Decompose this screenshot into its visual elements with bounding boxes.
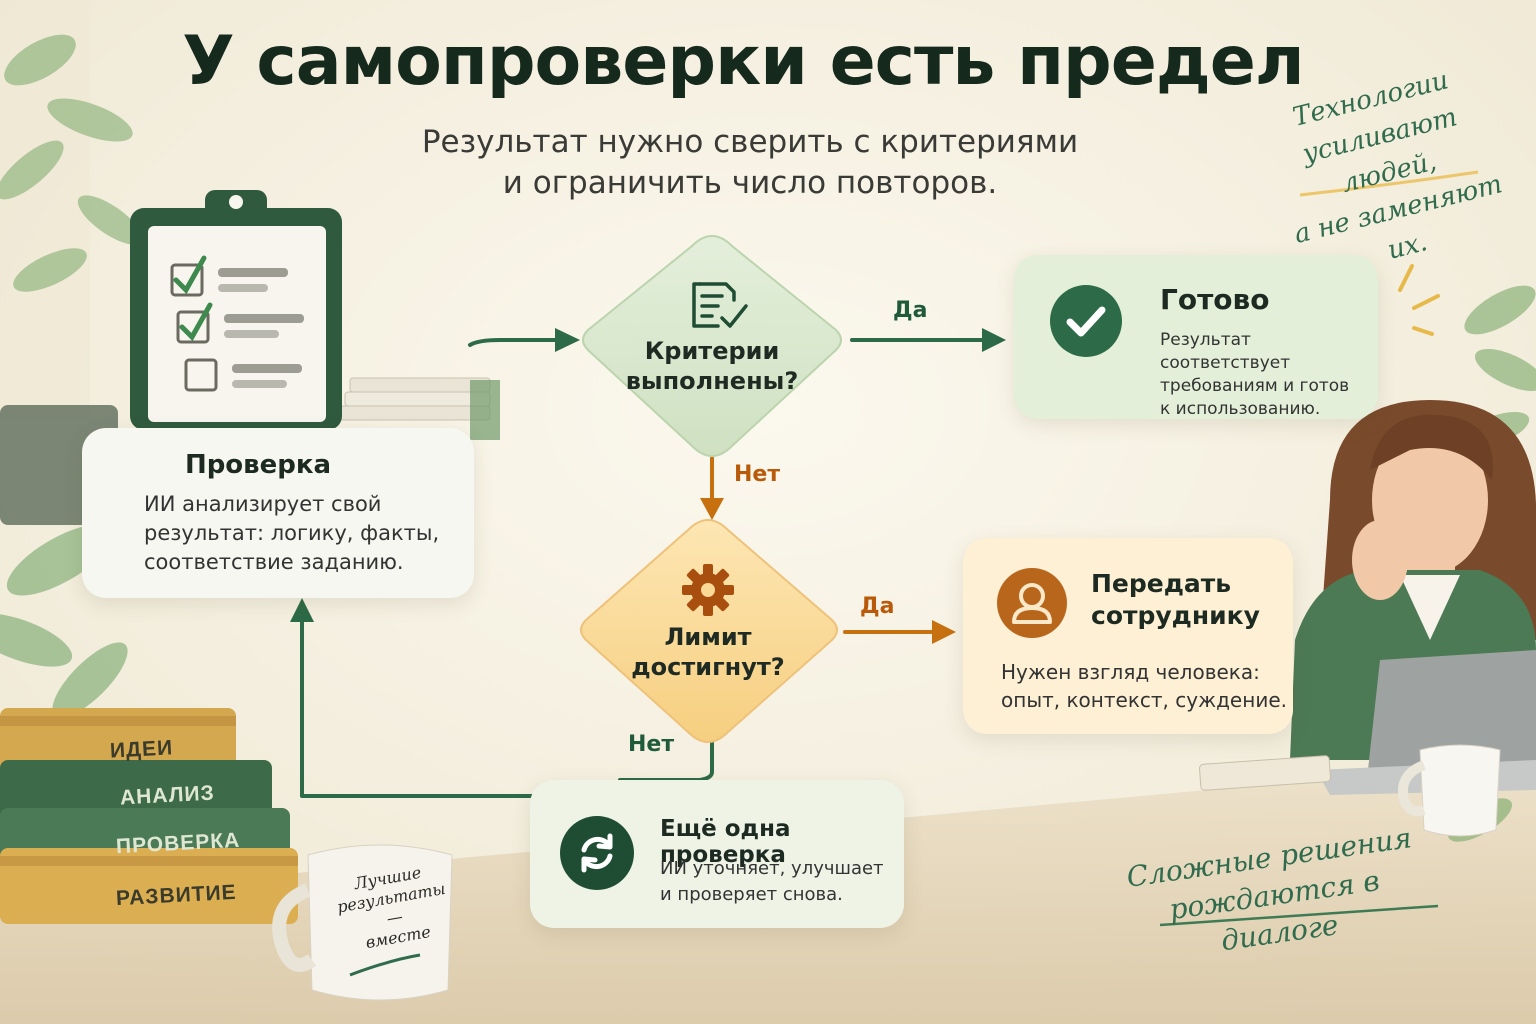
criteria-diamond-label: Критерии выполнены?: [625, 337, 799, 395]
done-card: Готово Результат соответствует требовани…: [1014, 255, 1378, 419]
person-icon: [1012, 583, 1052, 624]
book-stack: [0, 708, 298, 924]
recheck-card: Ещё одна проверка ИИ уточняет, улучшает …: [530, 780, 904, 928]
refresh-circle-icon: [560, 816, 634, 890]
edge-label-criteria-yes: Да: [893, 298, 928, 323]
sparkle-decoration: [1398, 264, 1440, 336]
page-title: У самопроверки есть предел: [182, 22, 1304, 101]
done-card-text: Результат соответствует требованиям и го…: [1160, 330, 1350, 419]
book-label-ideas: ИДЕИ: [109, 736, 174, 763]
edge-label-limit-yes: Да: [860, 594, 895, 619]
page-subtitle: Результат нужно сверить с критериями и о…: [421, 124, 1079, 201]
gear-icon: [682, 564, 734, 616]
refresh-icon: [581, 833, 613, 873]
mug-illustration: [272, 844, 453, 1001]
limit-diamond-shape: [580, 518, 838, 744]
check-card-text: ИИ анализирует свой результат: логику, ф…: [144, 492, 440, 574]
criteria-diamond-shape: [582, 234, 842, 458]
recheck-card-title: Ещё одна проверка: [660, 816, 791, 868]
check-card: Проверка ИИ анализирует свой результат: …: [82, 428, 474, 598]
mug-right: [1398, 744, 1501, 837]
checklist-document-icon: [692, 282, 748, 328]
edge-label-limit-no: Нет: [628, 732, 675, 757]
handoff-card-text: Нужен взгляд человека: опыт, контекст, с…: [1001, 660, 1287, 712]
book-label-analysis: АНАЛИЗ: [119, 781, 216, 810]
edge-label-criteria-no: Нет: [734, 462, 781, 487]
clipboard-illustration: [130, 190, 342, 430]
plant-top-left: [0, 34, 143, 292]
checkmark-icon: [1066, 306, 1106, 337]
limit-diamond-label: Лимит достигнут?: [631, 623, 785, 681]
paper-stack: [339, 377, 500, 440]
handoff-card-title: Передать сотруднику: [1091, 569, 1260, 630]
recheck-card-text: ИИ уточняет, улучшает и проверяет снова.: [660, 858, 884, 905]
check-circle-icon: [1050, 285, 1122, 357]
handoff-card: Передать сотруднику Нужен взгляд человек…: [963, 538, 1293, 734]
user-avatar-icon: [997, 568, 1067, 638]
check-card-title: Проверка: [184, 450, 332, 480]
arrowheads: [290, 328, 1006, 644]
done-card-title: Готово: [1160, 283, 1270, 316]
